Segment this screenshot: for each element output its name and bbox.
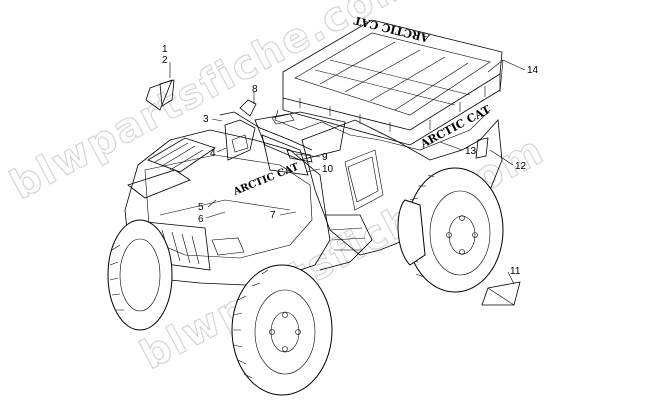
decal-sheet-12 bbox=[475, 137, 489, 159]
callout-labels: 1 2 3 4 5 6 7 8 9 10 11 12 13 14 bbox=[162, 44, 539, 277]
callout-12: 12 bbox=[515, 161, 527, 172]
watermark-text-1: blwpartsfiche.com bbox=[3, 0, 422, 209]
callout-7: 7 bbox=[270, 210, 276, 221]
callout-6: 6 bbox=[198, 214, 204, 225]
callout-13: 13 bbox=[465, 146, 477, 157]
rear-left-tire bbox=[397, 199, 426, 266]
callout-3: 3 bbox=[203, 114, 209, 125]
callout-1: 1 bbox=[162, 44, 168, 55]
decal-sheet-11 bbox=[481, 281, 521, 306]
callout-8: 8 bbox=[252, 84, 258, 95]
callout-14: 14 bbox=[527, 65, 539, 76]
callout-10: 10 bbox=[322, 164, 334, 175]
callout-4: 4 bbox=[210, 148, 216, 159]
callout-9: 9 bbox=[322, 152, 328, 163]
rack-side-decal: ARCTIC CAT bbox=[417, 103, 493, 152]
decal-sheet-1-2 bbox=[145, 79, 175, 111]
decal-sheet-8 bbox=[239, 99, 257, 117]
front-left-tire bbox=[107, 219, 173, 331]
front-rack bbox=[127, 137, 216, 199]
front-right-tire bbox=[231, 264, 333, 396]
callout-5: 5 bbox=[198, 202, 204, 213]
leader-lines bbox=[169, 59, 526, 285]
seat bbox=[254, 111, 346, 161]
rack-top-decal: ARCTIC CAT bbox=[352, 13, 432, 45]
front-cowl-decal: ARCTIC CAT bbox=[231, 161, 301, 198]
callout-2: 2 bbox=[162, 55, 168, 66]
callout-11: 11 bbox=[510, 266, 521, 277]
